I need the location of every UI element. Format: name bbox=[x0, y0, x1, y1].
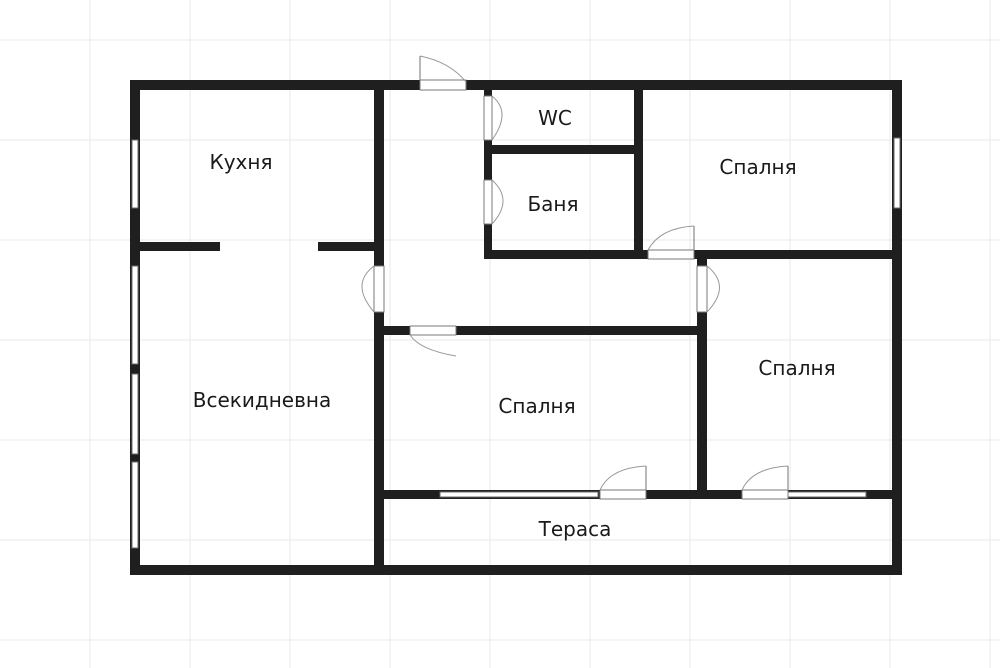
bedroom-top-door bbox=[647, 225, 695, 260]
bedroom-right-door bbox=[696, 265, 720, 313]
room-label-bedroom-right: Спалня bbox=[758, 356, 836, 380]
doors bbox=[361, 55, 789, 500]
entrance-door bbox=[419, 55, 467, 91]
living-room-door bbox=[361, 265, 385, 313]
wc-door bbox=[483, 95, 503, 141]
windows bbox=[131, 137, 901, 549]
room-label-kitchen: Кухня bbox=[209, 150, 273, 174]
window-bedroom-top bbox=[893, 137, 901, 209]
terrace-door-1 bbox=[599, 465, 647, 500]
bathroom-door bbox=[483, 179, 504, 225]
room-label-bedroom-top-right: Спалня bbox=[719, 155, 797, 179]
window-terrace-1 bbox=[439, 491, 599, 498]
room-label-terrace: Тераса bbox=[538, 517, 612, 541]
bedroom-center-door bbox=[409, 325, 457, 357]
window-living-1 bbox=[131, 265, 139, 365]
window-kitchen bbox=[131, 139, 139, 209]
room-label-bedroom-center: Спалня bbox=[498, 394, 576, 418]
room-label-bathroom: Баня bbox=[527, 192, 579, 216]
window-living-3 bbox=[131, 461, 139, 549]
window-terrace-2 bbox=[787, 491, 867, 498]
room-label-wc: WC bbox=[538, 106, 572, 130]
window-living-2 bbox=[131, 373, 139, 455]
terrace-door-2 bbox=[741, 465, 789, 500]
room-label-living-room: Всекидневна bbox=[192, 388, 332, 412]
